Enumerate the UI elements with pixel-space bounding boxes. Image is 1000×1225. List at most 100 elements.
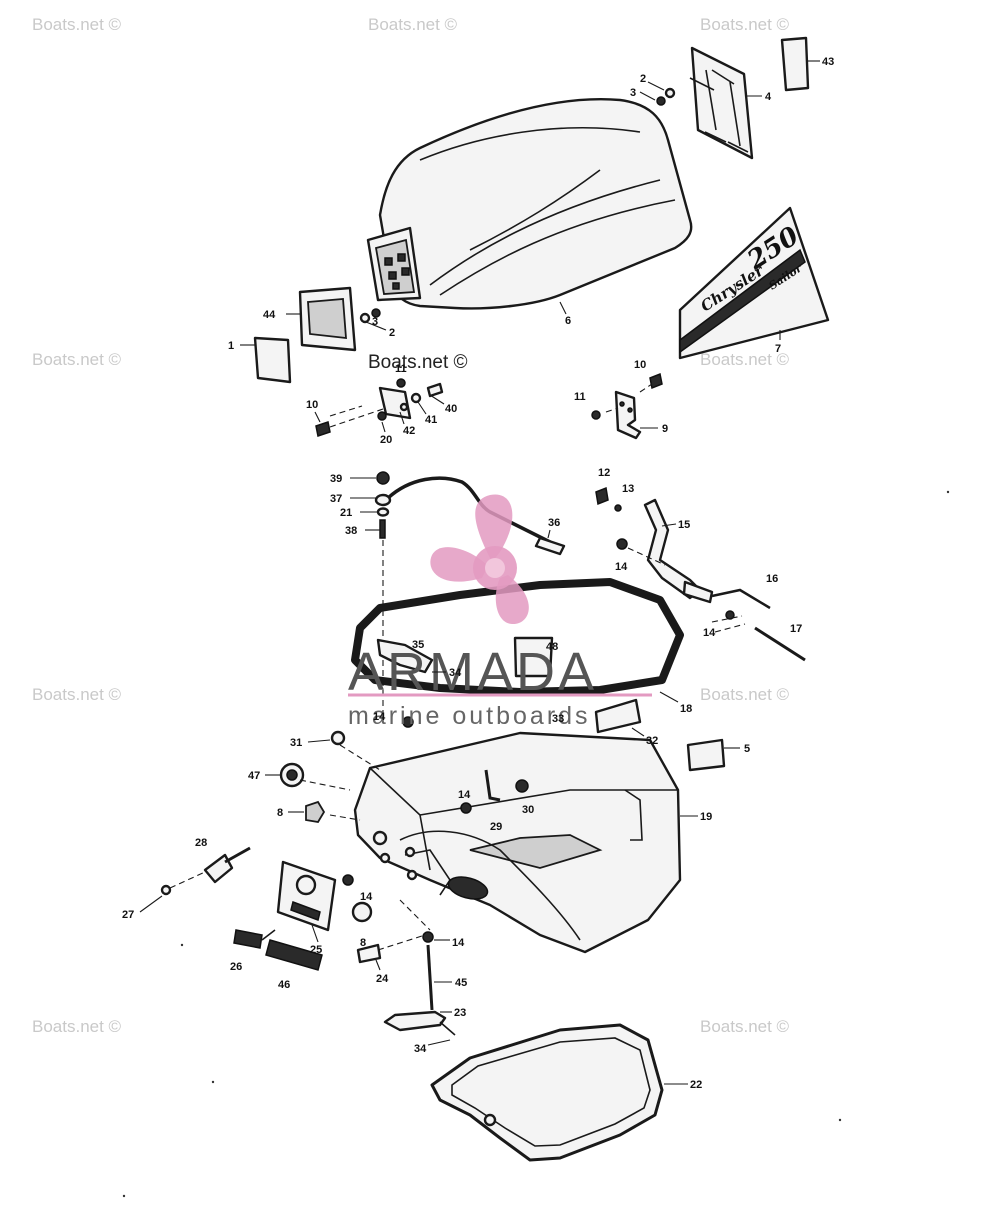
callout-label: 24 [376,973,389,985]
throttle-linkage [595,486,806,662]
part-2-washer [359,312,371,324]
watermark-inline: Boats.net © [368,352,468,373]
callout-label: 14 [458,789,471,801]
part-43-decal [780,36,810,92]
part-2-washer [664,87,676,99]
part-1-decal [253,336,292,384]
callout-label: 9 [662,423,668,435]
callout-label: 39 [330,473,342,485]
part-47-grommet-hole [286,769,298,781]
propeller-blade-icon [475,494,513,562]
callout-label: 28 [195,837,207,849]
callout-label: 8 [360,937,366,949]
callout-label: 11 [395,363,407,375]
watermark: Boats.net © [32,350,122,369]
callout-label: 45 [455,977,467,989]
callout-label: 22 [690,1079,702,1091]
callout-label: 3 [372,316,378,328]
callout-label: 25 [310,944,322,956]
callout-label: 30 [522,804,534,816]
callout-label: 46 [278,979,290,991]
callout-label: 18 [680,703,692,715]
callout-label: 43 [822,56,834,68]
speck [946,490,950,494]
propeller-hub-center-icon [485,558,505,578]
callout-label: 44 [263,309,276,321]
callout-label: 3 [630,87,636,99]
part-48-plate [513,636,554,678]
callout-label: 23 [454,1007,466,1019]
callout-label: 34 [414,1043,427,1055]
watermark: Boats.net © [700,15,790,34]
watermark: Boats.net © [700,350,790,369]
part-14-screw [460,802,472,814]
callout-label: 32 [646,735,658,747]
part-7-model-decal: Chrysler 250 Sailor [678,206,830,360]
part-44-bezel [298,286,357,352]
part-14-screw [402,716,414,728]
speck [838,1118,842,1122]
callout-label: 47 [248,770,260,782]
callout-label: 14 [703,627,716,639]
callout-label: 31 [290,737,302,749]
logo-name: ARMADA [348,642,597,702]
part-18-seal [351,578,684,696]
part-22-bottom-seal [430,1023,664,1162]
left-side-controls [160,846,434,971]
callout-label: 14 [452,937,465,949]
callout-label: 48 [546,641,558,653]
callout-label: 14 [373,711,386,723]
part-6-upper-hood [366,98,693,310]
callout-label: 15 [678,519,690,531]
callout-label: 8 [277,807,283,819]
callout-label: 14 [615,561,628,573]
callout-label: 16 [766,573,778,585]
callout-label: 26 [230,961,242,973]
part-5-label [686,738,726,772]
speck [211,1080,215,1084]
callout-label: 1 [228,340,234,352]
part-35-bracket [376,638,434,674]
part-3-nut [371,308,381,318]
watermark: Boats.net © [32,1017,122,1036]
callout-label: 19 [700,811,712,823]
callout-label: 10 [634,359,646,371]
part-30-nut [515,779,529,793]
speck [122,1194,126,1198]
callout-label: 20 [380,434,392,446]
callout-label: 41 [425,414,437,426]
callout-label: 14 [360,891,373,903]
armada-logo: ARMADA marine outboards [348,494,652,730]
callout-label: 34 [449,667,462,679]
part-8-plug [305,800,326,823]
callout-label: 7 [775,343,781,355]
watermark: Boats.net © [700,685,790,704]
part-4-rear-plate [689,46,754,160]
callout-label: 10 [306,399,318,411]
callout-label: 27 [122,909,134,921]
callout-label: 2 [389,327,395,339]
part-32-plate [594,698,642,734]
part-3-nut [656,96,666,106]
part-19-lower-hood [353,731,682,954]
callout-label: 17 [790,623,802,635]
callout-label: 29 [490,821,502,833]
callout-label: 33 [552,713,564,725]
callout-label: 13 [622,483,634,495]
callout-label: 6 [565,315,571,327]
callout-label: 38 [345,525,357,537]
callout-label: 11 [574,391,586,403]
callout-label: 12 [598,467,610,479]
callout-label: 42 [403,425,415,437]
watermark: Boats.net © [32,15,122,34]
speck [180,943,184,947]
callout-label: 21 [340,507,352,519]
logo-tagline: marine outboards [348,702,591,730]
watermarks: Boats.net © Boats.net © Boats.net © Boat… [32,15,790,1036]
part-29-wire [484,769,501,802]
watermark: Boats.net © [368,15,458,34]
callout-label: 5 [744,743,750,755]
callouts: 2 3 4 43 6 7 44 1 2 3 11 40 41 42 20 10 … [122,56,834,1091]
callout-label: 4 [765,91,772,103]
